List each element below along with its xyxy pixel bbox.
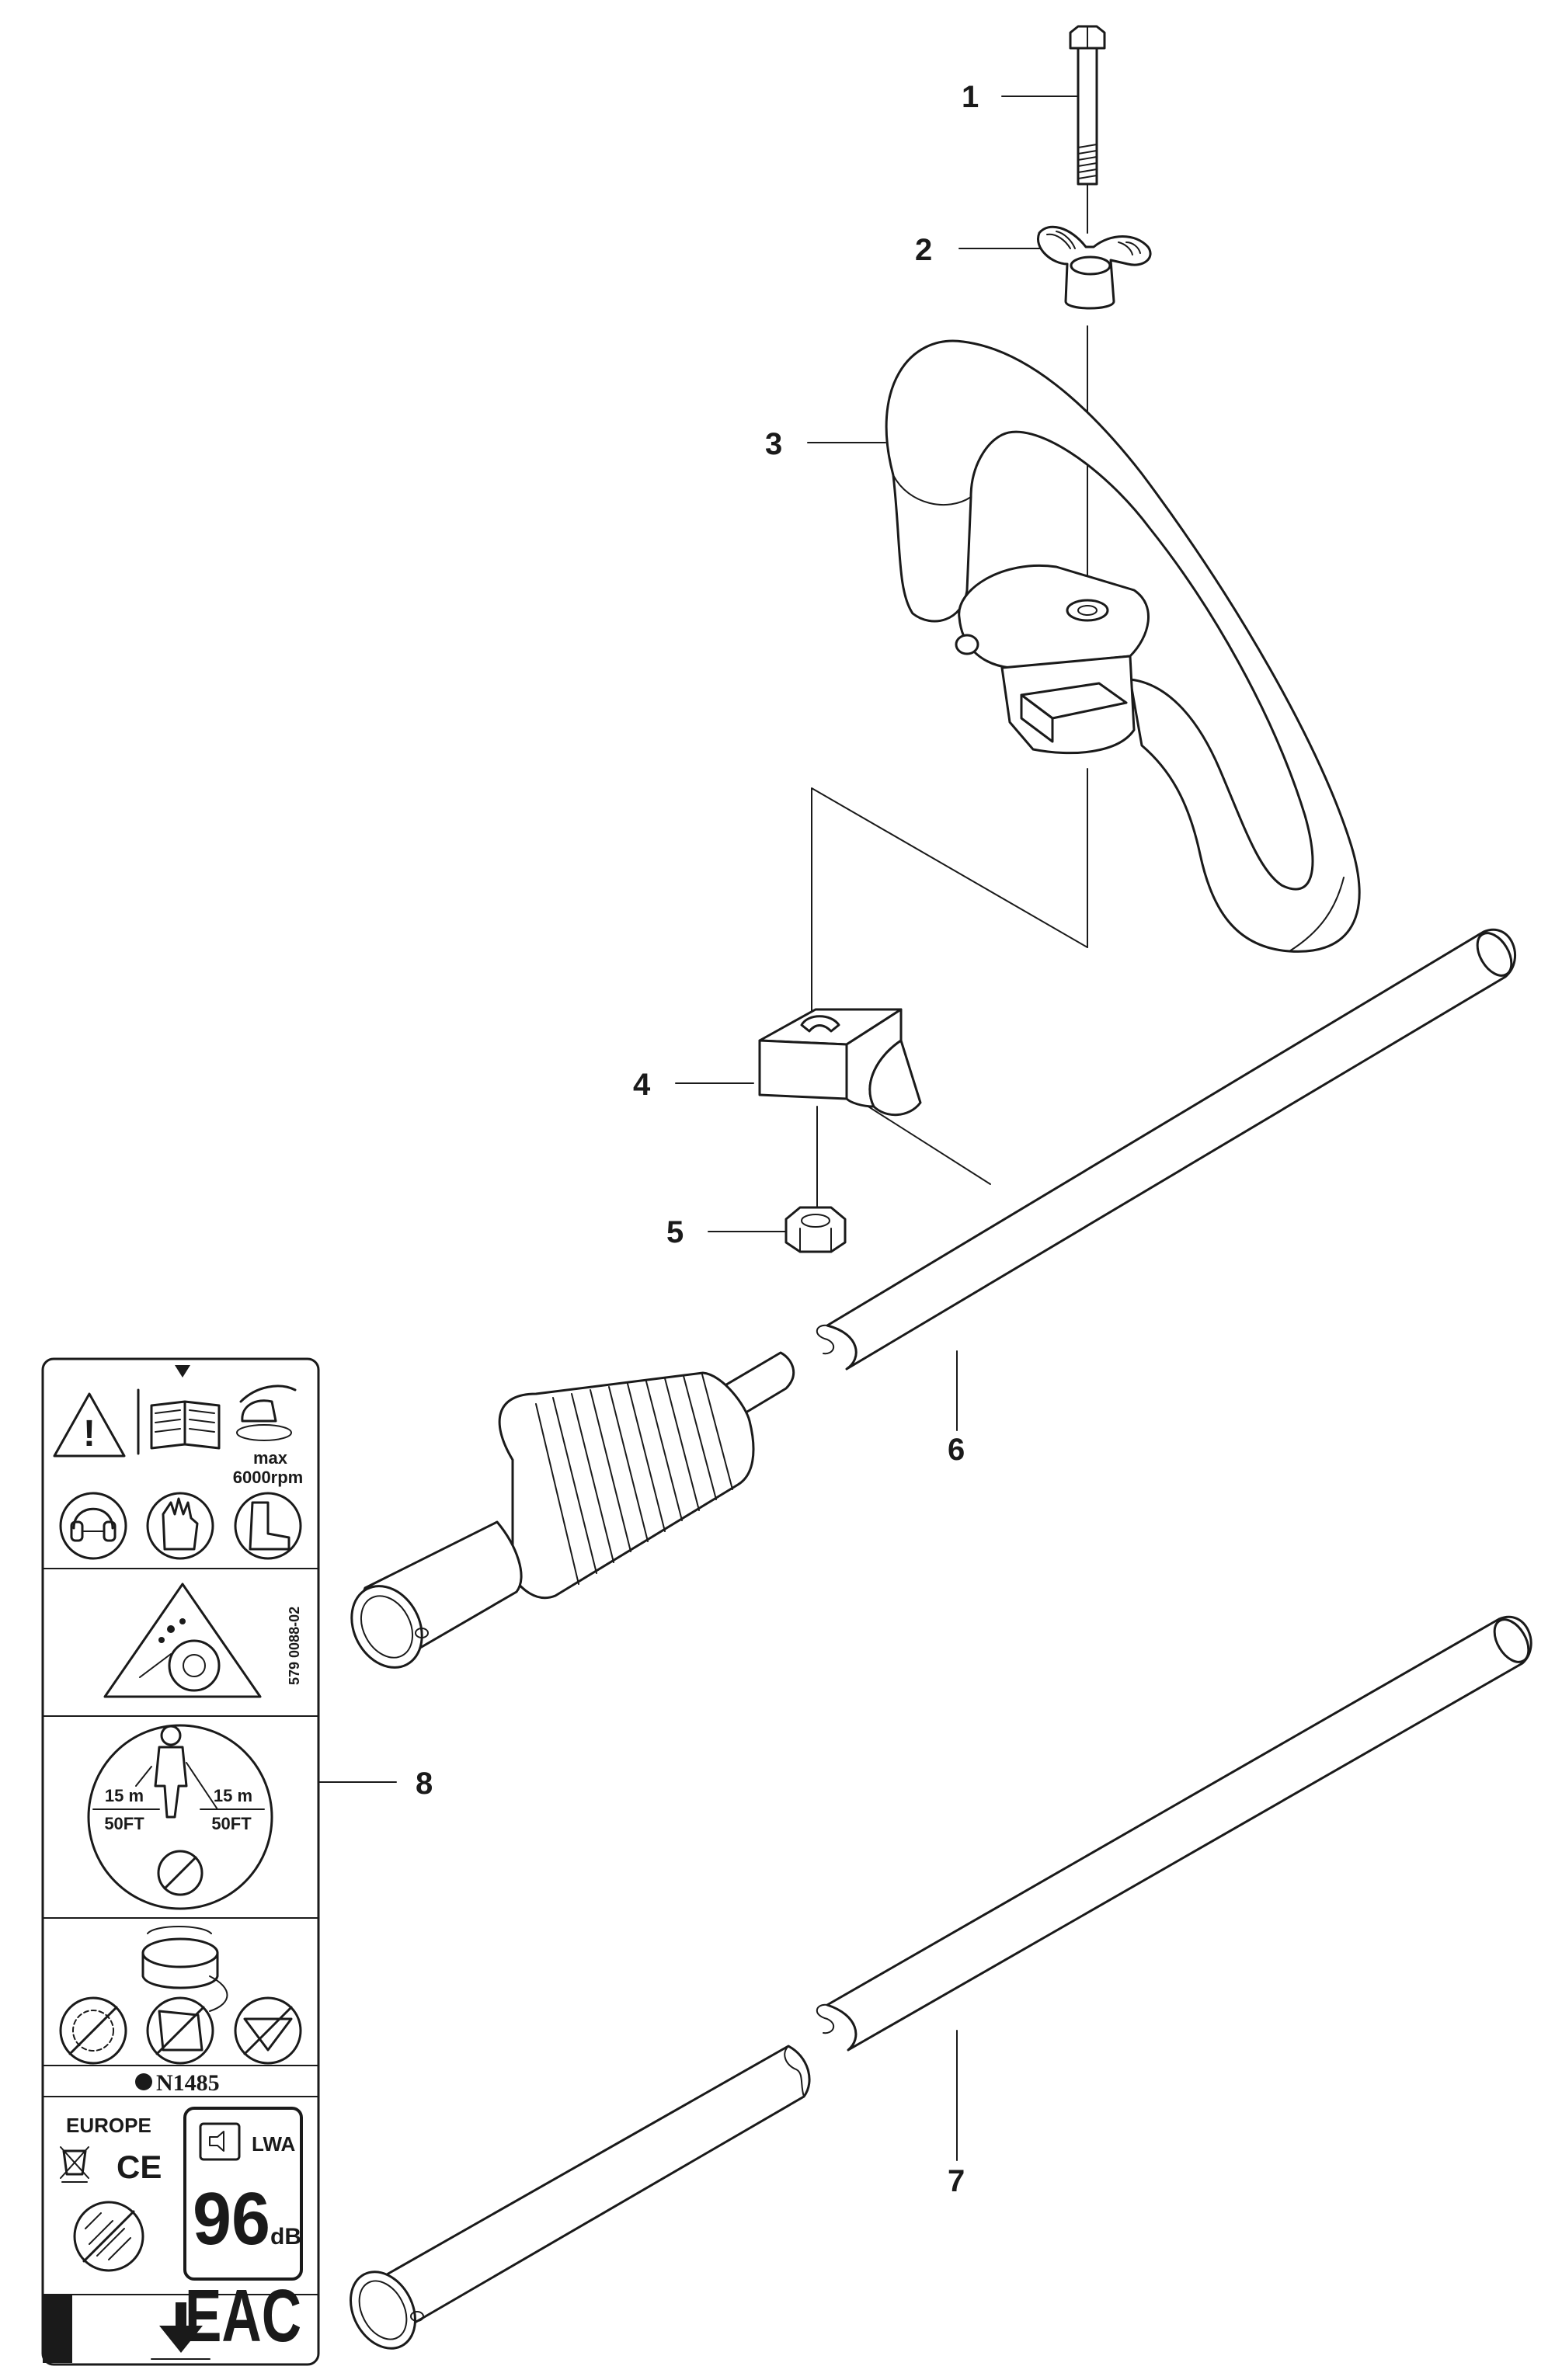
no-rain-icon (73, 2201, 144, 2272)
callout-2: 2 (915, 233, 1045, 267)
safety-distance-icon: 15 m 50FT 15 m 50FT (87, 1724, 273, 1910)
loop-handle-part (885, 339, 1361, 953)
eac-mark: EAC (185, 2274, 301, 2357)
decal-part-number: 579 0088-02 (287, 1607, 302, 1685)
callout-8: 8 (318, 1767, 433, 1801)
callout-label: 3 (765, 427, 782, 461)
callout-4: 4 (633, 1068, 754, 1102)
exclamation-glyph: ! (83, 1413, 96, 1454)
distance-m-left: 15 m (105, 1786, 144, 1805)
top-arrow-icon (175, 1365, 190, 1378)
boots-icon (234, 1492, 302, 1560)
callout-label: 2 (915, 233, 932, 267)
distance-ft-left: 50FT (104, 1814, 144, 1833)
lower-shaft-part (350, 1615, 1532, 2350)
no-grass-blade-icon (146, 1996, 214, 2065)
noise-value: 96 (193, 2177, 270, 2260)
callout-label: 7 (948, 2164, 965, 2198)
callout-label: 5 (666, 1215, 684, 1249)
rpm-label: 6000rpm (233, 1468, 304, 1487)
upper-shaft-part (350, 928, 1517, 1669)
certification-mark: N1485 (135, 2070, 220, 2096)
thrown-objects-warning-icon (103, 1583, 262, 1698)
callout-1: 1 (962, 80, 1080, 114)
clamp-block-part (758, 1008, 922, 1117)
wing-knob-part (1037, 225, 1152, 310)
gloves-icon (146, 1492, 214, 1560)
lwa-label: LWA (252, 2132, 296, 2156)
callout-6: 6 (948, 1350, 965, 1467)
bolt-part (1069, 25, 1106, 186)
trimmer-head-icon (141, 1926, 228, 2012)
hex-nut-part (784, 1206, 847, 1253)
clamp-alignment-line (861, 1102, 991, 1185)
callout-label: 4 (633, 1068, 651, 1102)
no-knife-blade-icon (234, 1996, 302, 2065)
distance-m-right: 15 m (214, 1786, 252, 1805)
max-label: max (253, 1448, 288, 1468)
region-label: EUROPE (66, 2114, 151, 2137)
distance-ft-right: 50FT (211, 1814, 252, 1833)
warning-triangle-icon (53, 1392, 126, 1458)
callout-5: 5 (666, 1215, 787, 1249)
manual-book-icon (137, 1388, 221, 1455)
callout-label: 8 (416, 1767, 433, 1801)
weee-bin-icon (60, 2146, 89, 2183)
decal-black-tab (43, 2295, 72, 2363)
ce-mark: CE (117, 2149, 162, 2185)
safety-decal-part: ! max 6000rpm (41, 1357, 320, 2366)
ear-eye-protection-icon (59, 1492, 127, 1560)
callout-label: 1 (962, 80, 979, 114)
noise-unit: dB (270, 2224, 301, 2250)
down-arrow-icon (151, 2302, 210, 2360)
clamp-alignment-line (811, 787, 1088, 1018)
noise-level-badge: LWA 96 dB (183, 2107, 303, 2281)
certification-number: N1485 (156, 2070, 220, 2096)
callout-3: 3 (765, 427, 886, 461)
rpm-speed-icon: max 6000rpm (233, 1385, 304, 1487)
callout-7: 7 (948, 2030, 965, 2198)
no-saw-blade-icon (59, 1996, 127, 2065)
callout-label: 6 (948, 1433, 965, 1467)
